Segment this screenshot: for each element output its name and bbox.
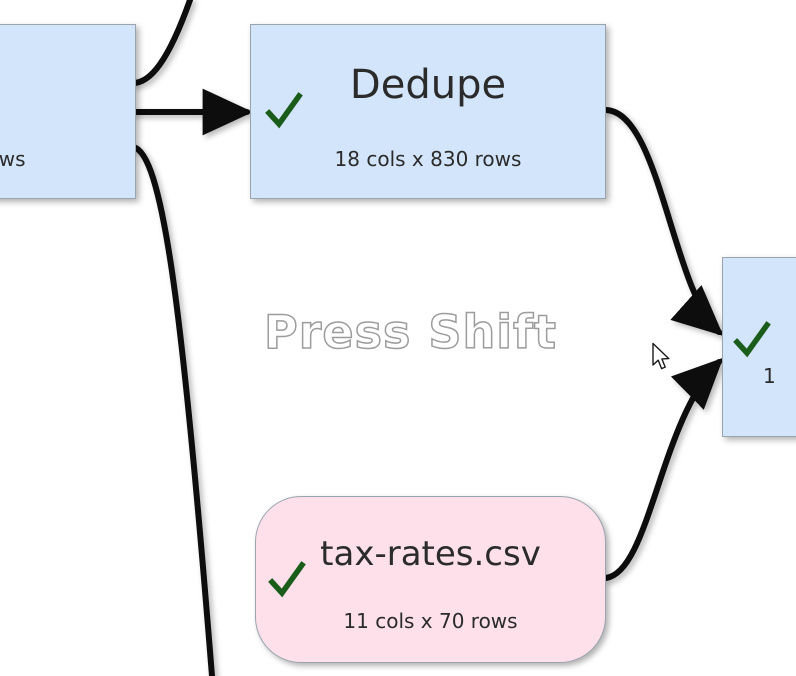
node-left-subtitle: x rows bbox=[0, 147, 26, 171]
check-icon bbox=[268, 561, 306, 598]
press-shift-hint: Press Shift bbox=[263, 304, 558, 360]
node-tax-rates-title: tax-rates.csv bbox=[320, 534, 541, 574]
node-right-partial[interactable]: 1 bbox=[722, 257, 796, 437]
edge-taxrates-to-right bbox=[603, 357, 724, 581]
node-right-subtitle: 1 bbox=[763, 364, 776, 388]
node-tax-rates-subtitle: 11 cols x 70 rows bbox=[343, 609, 518, 633]
mouse-cursor-icon bbox=[652, 342, 670, 370]
node-dedupe-title: Dedupe bbox=[349, 62, 507, 108]
node-left-partial[interactable]: x rows bbox=[0, 24, 136, 199]
edge-left-to-bottom bbox=[130, 144, 215, 676]
edge-left-to-top bbox=[130, 0, 193, 86]
edge-dedupe-to-right bbox=[603, 107, 724, 337]
check-icon bbox=[265, 92, 303, 129]
node-dedupe[interactable]: Dedupe 18 cols x 830 rows bbox=[250, 24, 606, 199]
check-icon bbox=[733, 321, 771, 358]
node-dedupe-subtitle: 18 cols x 830 rows bbox=[334, 147, 522, 171]
node-tax-rates-csv[interactable]: tax-rates.csv 11 cols x 70 rows bbox=[255, 496, 606, 663]
